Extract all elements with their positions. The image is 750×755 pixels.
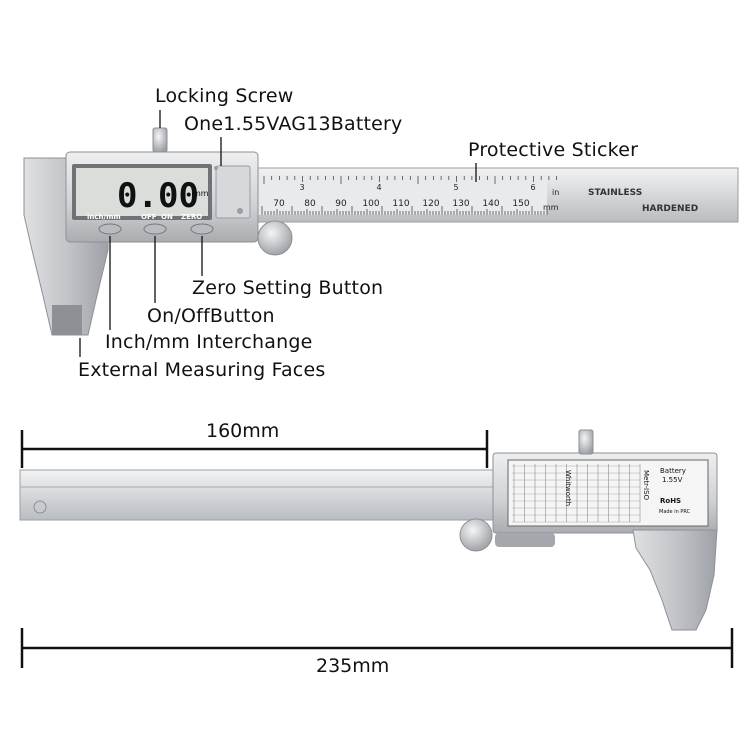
sticker-made: Made in PRC bbox=[659, 509, 691, 515]
inch-number: 6 bbox=[530, 183, 535, 192]
inch-scale-numbers: 3 4 5 6 bbox=[299, 183, 535, 192]
sticker-whitworth: Whitworth bbox=[564, 470, 572, 506]
corner-screw bbox=[214, 166, 218, 170]
external-faces-label: External Measuring Faces bbox=[78, 359, 326, 381]
mm-number: 70 bbox=[273, 199, 285, 209]
top-scale-strip bbox=[257, 175, 547, 215]
btn-label-zero: ZERO bbox=[181, 213, 202, 221]
locking-screw bbox=[152, 127, 168, 153]
protective-sticker-label: Protective Sticker bbox=[468, 139, 639, 161]
fixed-jaw-face bbox=[52, 305, 82, 335]
dim-235-line bbox=[20, 628, 734, 668]
sticker-battery: Battery bbox=[660, 467, 686, 475]
onoff-button bbox=[143, 223, 167, 235]
bottom-thumb-wheel bbox=[459, 518, 493, 552]
mm-number: 130 bbox=[452, 199, 469, 209]
mm-number: 90 bbox=[335, 199, 347, 209]
locking-screw-label: Locking Screw bbox=[155, 85, 294, 107]
bottom-beam bbox=[19, 469, 521, 521]
onoff-label: On/OffButton bbox=[147, 305, 275, 327]
inch-number: 4 bbox=[376, 183, 381, 192]
sticker-voltage: 1.55V bbox=[662, 476, 683, 484]
bottom-caliper: Battery 1.55V RoHS Made in PRC Metr-ISO … bbox=[19, 429, 734, 668]
mm-number: 140 bbox=[482, 199, 499, 209]
mm-number: 150 bbox=[512, 199, 529, 209]
mm-number: 120 bbox=[422, 199, 439, 209]
inch-number: 5 bbox=[453, 183, 458, 192]
battery-cover bbox=[215, 165, 251, 219]
dim-160-line bbox=[20, 430, 489, 468]
stainless-text: STAINLESS bbox=[588, 188, 642, 198]
dim-235-label: 235mm bbox=[316, 655, 390, 677]
top-leader-lines bbox=[79, 110, 477, 357]
beam-end-screw bbox=[33, 500, 47, 514]
dim-160-label: 160mm bbox=[206, 420, 280, 442]
lcd-reading: 0.00 bbox=[117, 176, 199, 216]
bottom-jaw bbox=[632, 529, 718, 631]
inchmm-button bbox=[98, 223, 122, 235]
inch-mm-label: Inch/mm Interchange bbox=[105, 331, 313, 353]
btn-label-inchmm: inch/mm bbox=[87, 213, 121, 221]
bottom-locking-screw bbox=[578, 429, 594, 455]
lcd-screen bbox=[76, 168, 208, 216]
battery-label: One1.55VAG13Battery bbox=[184, 113, 403, 135]
zero-setting-label: Zero Setting Button bbox=[192, 277, 384, 299]
mm-number: 110 bbox=[392, 199, 409, 209]
inch-number: 3 bbox=[299, 183, 304, 192]
slider-rail bbox=[495, 533, 555, 547]
battery-cover-screw bbox=[237, 208, 243, 214]
lcd-unit: mm bbox=[193, 189, 209, 198]
inch-unit: in bbox=[552, 188, 559, 197]
mm-scale-numbers: 70 80 90 100 110 120 130 140 150 bbox=[273, 199, 530, 209]
sticker-table bbox=[512, 464, 641, 523]
sticker-rohs: RoHS bbox=[660, 497, 681, 505]
btn-label-off: OFF bbox=[141, 213, 157, 221]
mm-number: 100 bbox=[362, 199, 379, 209]
hardened-text: HARDENED bbox=[642, 204, 698, 214]
top-scale-ticks bbox=[261, 176, 557, 215]
sticker-metric: Metr-ISO bbox=[642, 470, 650, 501]
top-caliper: 0.00 mm inch/mm OFF ON ZERO 70 80 90 100… bbox=[23, 110, 739, 357]
btn-label-on: ON bbox=[161, 213, 173, 221]
zero-button bbox=[190, 223, 214, 235]
mm-number: 80 bbox=[304, 199, 316, 209]
thumb-wheel bbox=[257, 220, 293, 256]
mm-unit: mm bbox=[543, 203, 559, 212]
